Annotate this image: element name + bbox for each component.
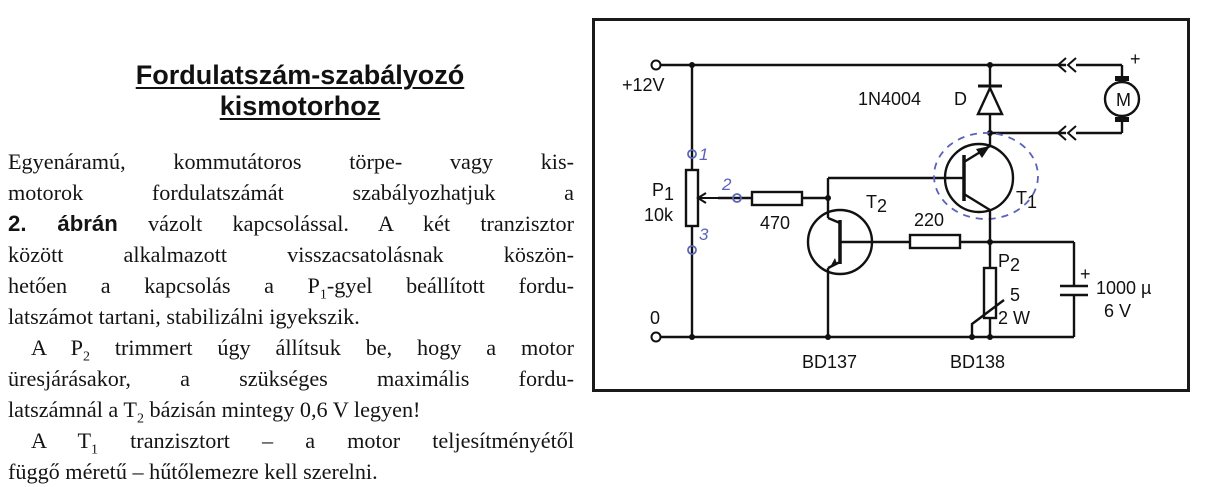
label-text: P [998,251,1010,271]
ground-terminal [650,331,662,343]
label-p1-value: 10k [644,205,674,225]
wiper-arrow [696,192,718,204]
brush [1115,117,1129,122]
pencil-pin-mark [687,149,697,159]
label-subscript: 2 [877,196,887,216]
label-p2: P2 [998,251,1020,275]
article-title: Fordulatszám-szabályozó kismotorhoz [20,60,580,122]
brush [1115,76,1129,81]
emitter-arrow [976,146,990,158]
circuit-schematic: 1 2 3 +12V 0 P1 10k 470 T2 220 1N4004 D … [622,49,1151,372]
collector-lead [827,216,841,225]
capacitor [990,240,1088,337]
trimmer-p2 [970,242,1005,337]
transistor-t2 [806,208,874,337]
pencil-annotations: 1 2 3 [687,145,742,255]
pencil-label: 3 [699,225,709,244]
paragraph-3: A T1 tranzisztort – a motor teljesítmény… [8,425,574,487]
potentiometer-p1 [684,65,752,337]
label-text: T [866,192,877,212]
text-fragment: latszámnál a T [8,397,137,422]
text-fragment: bázisán mintegy 0,6 V legyen! [143,397,421,422]
label-subscript: 2 [1010,255,1020,275]
label-t1: T1 [1016,188,1037,212]
diode-d [976,65,1122,141]
pencil-label: 1 [699,145,708,164]
text-line: latszámot tartani, stabilizálni igyekszi… [8,304,360,329]
label-capacitor-plus: + [1080,264,1091,284]
label-text: T [1016,188,1027,208]
resistor-body [750,190,804,207]
article-body: Egyenáramú, kommutátoros törpe- vagy kis… [8,146,574,487]
subscript: 2 [83,349,90,365]
subscript: 1 [319,287,327,303]
text-line: latszámnál a T2 bázisán mintegy 0,6 V le… [8,394,574,427]
connector-arrow [1056,57,1077,73]
title-line-1: Fordulatszám-szabályozó [135,60,465,90]
subscript: 1 [91,442,99,458]
label-t1-part: BD138 [950,352,1005,372]
text-fragment: tranzisztort – a motor teljesítményétől [98,428,574,453]
connector-arrow [1056,125,1077,141]
label-p1: P1 [652,180,674,204]
resistor-470 [750,176,950,210]
subscript: 2 [136,411,144,427]
text-line: A T1 tranzisztort – a motor teljesítmény… [8,425,574,458]
text-line: között alkalmazott visszacsatolásnak kös… [8,242,574,267]
label-capacitor-value-2: 6 V [1104,301,1131,321]
label-resistor-220: 220 [914,210,944,230]
diode-triangle [976,85,1004,116]
label-motor: M [1116,90,1131,110]
text-line: 2. ábrán vázolt kapcsolással. A két tran… [8,208,574,239]
label-text: P [652,180,664,200]
supply-rail [650,57,1122,73]
text-fragment: trimmert úgy állítsuk be, hogy a motor [90,335,574,360]
pencil-pin-mark [687,245,697,255]
transistor-t1 [933,132,1039,242]
label-capacitor-value-1: 1000 µ [1096,278,1151,298]
text-line: üresjárásakor, a szükséges maximális for… [8,366,574,391]
paragraph-1: Egyenáramú, kommutátoros törpe- vagy kis… [8,146,574,332]
label-p2-value-1: 5 [1010,285,1020,305]
figure-reference: 2. ábrán [8,211,118,236]
title-line-2: kismotorhoz [219,91,381,121]
label-subscript: 1 [1027,192,1037,212]
label-motor-plus: + [1130,49,1141,69]
transistor-envelope [943,142,1015,214]
emitter-arrow [829,258,837,269]
supply-terminal [650,59,662,71]
text-fragment: hetően a kapcsolás a P [8,273,320,298]
label-diode-name: D [954,89,967,109]
label-t2-part: BD137 [802,352,857,372]
ground-rail [650,331,1074,343]
pencil-circle-mark [933,132,1039,220]
label-resistor-470: 470 [760,213,790,233]
text-fragment: A P [31,335,83,360]
text-line: motorok fordulatszámát szabályozhatjuk a [8,180,574,205]
label-t2: T2 [866,192,887,216]
label-ground: 0 [650,308,660,328]
text-line: függő méretű – hűtőlemezre kell szerelni… [8,459,378,484]
text-line: hetően a kapcsolás a P1-gyel beállított … [8,270,574,303]
text-line: Egyenáramú, kommutátoros törpe- vagy kis… [8,149,574,174]
label-p2-value-2: 2 W [998,308,1030,328]
label-supply: +12V [622,75,665,95]
text-fragment: A T [31,428,92,453]
text-fragment: -gyel beállított fordu- [326,273,574,298]
label-diode-part: 1N4004 [858,89,921,109]
resistor-body [908,233,962,250]
pencil-pin-mark [732,193,742,203]
paragraph-2: A P2 trimmert úgy állítsuk be, hogy a mo… [8,332,574,427]
label-subscript: 1 [664,184,674,204]
motor [1103,65,1141,133]
text-fragment: vázolt kapcsolással. A két tranzisztor [117,211,575,236]
pencil-label: 2 [721,175,732,194]
motor-circle [1103,80,1141,118]
resistor-220 [874,233,993,250]
trimmer-adjust-line [970,299,1005,337]
collector-lead [963,192,991,212]
text-line: A P2 trimmert úgy állítsuk be, hogy a mo… [8,332,574,365]
